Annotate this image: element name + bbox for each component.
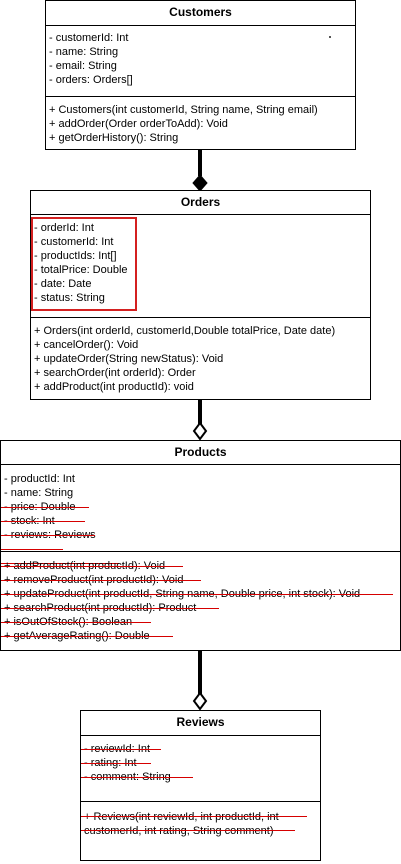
- attribute: - status: String: [34, 292, 105, 304]
- strikethrough: [1, 521, 85, 522]
- methods-section: + Orders(int orderId, customerId,Double …: [31, 317, 370, 399]
- strikethrough: [1, 622, 151, 623]
- method: + Orders(int orderId, customerId,Double …: [34, 325, 336, 337]
- method: + updateOrder(String newStatus): Void: [34, 353, 224, 365]
- highlight-box: [31, 217, 137, 311]
- attributes-section: - reviewId: Int - rating: Int - comment:…: [81, 736, 320, 801]
- strikethrough: [81, 749, 161, 750]
- stray-dot: [329, 36, 331, 38]
- strikethrough: [1, 549, 63, 550]
- method: + getOrderHistory(): String: [49, 132, 179, 144]
- strikethrough: [1, 608, 219, 609]
- attribute: - orderId: Int: [34, 222, 94, 234]
- method: + Reviews(int reviewId, int productId, i…: [84, 811, 279, 823]
- attribute: - totalPrice: Double: [34, 264, 128, 276]
- class-title: Customers: [46, 1, 355, 26]
- attribute: - orders: Orders[]: [49, 74, 133, 86]
- attribute: - customerId: Int: [34, 236, 114, 248]
- open-diamond-icon: [192, 691, 208, 711]
- strikethrough: [1, 566, 183, 567]
- attribute: - date: Date: [34, 278, 92, 290]
- strikethrough: [81, 763, 151, 764]
- class-title: Reviews: [81, 711, 320, 736]
- attribute: - productIds: Int[]: [34, 250, 117, 262]
- strikethrough: [81, 816, 307, 817]
- strikethrough: [1, 580, 201, 581]
- attribute: - productId: Int: [4, 473, 75, 485]
- customers-class[interactable]: Customers - customerId: Int - name: Stri…: [45, 0, 356, 150]
- reviews-class[interactable]: Reviews - reviewId: Int - rating: Int - …: [80, 710, 321, 861]
- strikethrough: [1, 507, 89, 508]
- attribute: - customerId: Int: [49, 32, 129, 44]
- filled-diamond-icon: [192, 174, 208, 192]
- strikethrough: [1, 535, 95, 536]
- attribute: - name: String: [4, 487, 74, 499]
- strikethrough: [81, 830, 295, 831]
- attributes-section: - customerId: Int - name: String - email…: [46, 26, 355, 96]
- attribute: - name: String: [49, 46, 119, 58]
- orders-class[interactable]: Orders - orderId: Int - customerId: Int …: [30, 190, 371, 400]
- method: customerId, int rating, String comment): [84, 825, 274, 837]
- strikethrough: [1, 563, 119, 564]
- attributes-section: - productId: Int - name: String - price:…: [1, 465, 400, 564]
- method: + addOrder(Order orderToAdd): Void: [49, 118, 228, 130]
- open-diamond-icon: [192, 421, 208, 441]
- attributes-section: - orderId: Int - customerId: Int - produ…: [31, 215, 370, 317]
- attribute: - email: String: [49, 60, 117, 72]
- class-title: Orders: [31, 191, 370, 215]
- method: + Customers(int customerId, String name,…: [49, 104, 318, 116]
- strikethrough: [1, 594, 393, 595]
- method: + searchOrder(int orderId): Order: [34, 367, 196, 379]
- methods-section: + Reviews(int reviewId, int productId, i…: [81, 801, 320, 860]
- strikethrough: [1, 636, 173, 637]
- products-class[interactable]: Products - productId: Int - name: String…: [0, 440, 401, 651]
- strikethrough: [81, 777, 193, 778]
- method: + addProduct(int productId): void: [34, 381, 194, 393]
- class-title: Products: [1, 441, 400, 465]
- method: + cancelOrder(): Void: [34, 339, 139, 351]
- methods-section: + Customers(int customerId, String name,…: [46, 96, 355, 149]
- methods-section: + addProduct(int productId): Void + remo…: [1, 551, 400, 650]
